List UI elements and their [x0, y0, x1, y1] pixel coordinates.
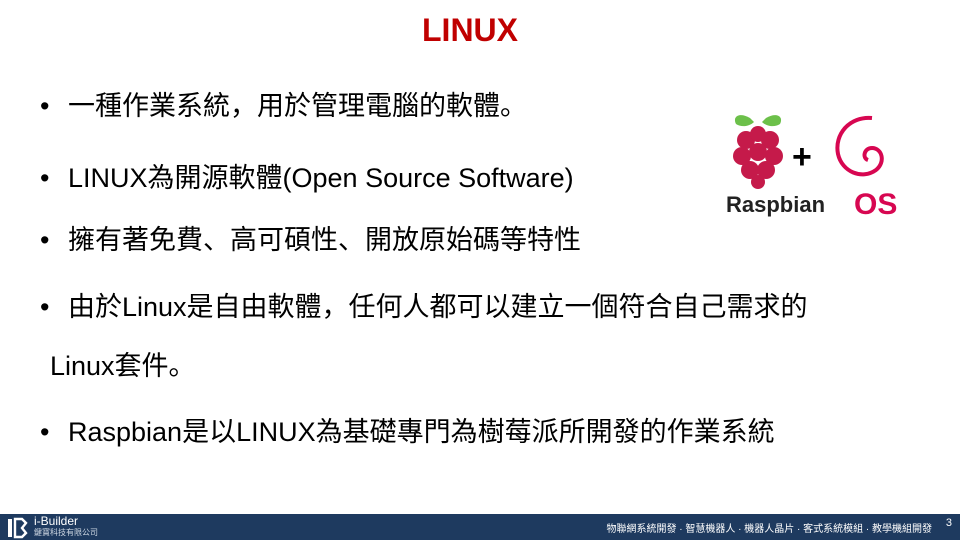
footer-services: 物聯網系統開發 · 智慧機器人 · 機器人晶片 · 客式系統模組 · 教學機組開…	[606, 524, 932, 535]
brand-name: i-Builder	[34, 514, 79, 528]
bullet-item: • LINUX為開源軟體(Open Source Software)	[40, 158, 574, 198]
bullet-symbol: •	[40, 225, 50, 255]
logo-os-text: OS	[854, 188, 897, 220]
bullet-symbol: •	[40, 163, 50, 193]
bullet-symbol: •	[40, 417, 50, 447]
logo-plus: +	[792, 138, 812, 176]
bullet-item: • Raspbian是以LINUX為基礎專門為樹莓派所開發的作業系統	[40, 412, 775, 452]
bullet-text: Raspbian是以LINUX為基礎專門為樹莓派所開發的作業系統	[68, 417, 775, 447]
slide-title: LINUX	[422, 12, 518, 48]
bullet-symbol: •	[40, 292, 50, 322]
bullet-text: 擁有著免費、高可碩性、開放原始碼等特性	[68, 225, 581, 255]
bullet-symbol: •	[40, 91, 50, 121]
brand-subtitle: 鍵寶科技有限公司	[34, 528, 98, 537]
logo-raspbian-text: Raspbian	[726, 192, 825, 217]
bullet-continuation: Linux套件。	[50, 351, 196, 381]
debian-swirl-icon	[835, 115, 884, 177]
bullet-text: 一種作業系統，用於管理電腦的軟體。	[68, 91, 527, 121]
raspberry-icon	[733, 115, 783, 189]
bullet-item: • 一種作業系統，用於管理電腦的軟體。	[40, 86, 527, 126]
i-builder-logo-icon	[8, 517, 28, 539]
bullet-item: • 擁有著免費、高可碩性、開放原始碼等特性	[40, 220, 581, 260]
page-number: 3	[945, 517, 952, 529]
raspbian-os-logo: + Raspbian OS	[726, 115, 897, 220]
bullet-item: • 由於Linux是自由軟體，任何人都可以建立一個符合自己需求的	[40, 287, 808, 327]
bullet-text: LINUX為開源軟體(Open Source Software)	[68, 163, 574, 193]
footer-bar: i-Builder 鍵寶科技有限公司 物聯網系統開發 · 智慧機器人 · 機器人…	[0, 514, 960, 540]
bullet-text: 由於Linux是自由軟體，任何人都可以建立一個符合自己需求的	[68, 292, 808, 322]
